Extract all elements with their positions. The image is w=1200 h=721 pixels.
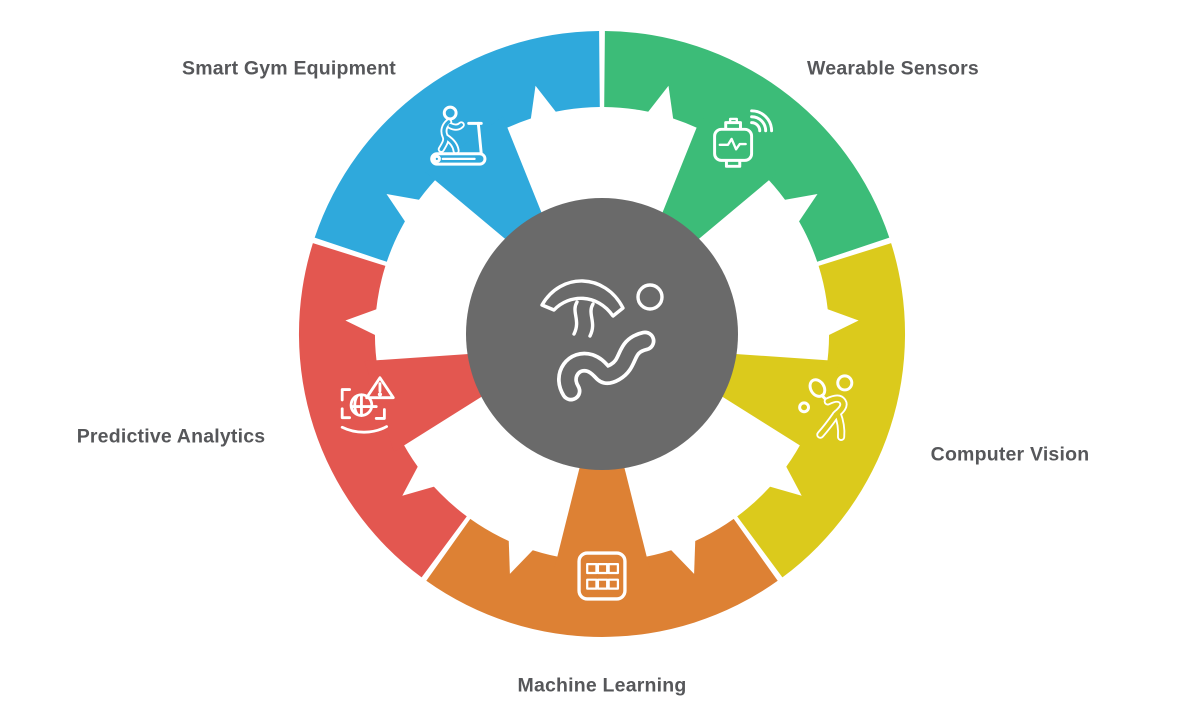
segment-notch	[645, 504, 697, 574]
segment-notch	[345, 296, 411, 351]
segment-tab	[425, 116, 547, 248]
segment-tab	[710, 353, 840, 452]
segment-tab	[364, 353, 494, 452]
label-machine-learning: Machine Learning	[517, 674, 687, 697]
segment-notch	[735, 434, 802, 496]
segment-notch	[402, 434, 469, 496]
label-wearable-sensors: Wearable Sensors	[807, 57, 979, 80]
segment-wearable-sensors	[604, 31, 890, 262]
segment-computer-vision	[710, 243, 906, 578]
hub-circle	[466, 198, 738, 470]
label-predictive-analytics: Predictive Analytics	[76, 425, 266, 448]
segment-notch	[507, 504, 559, 574]
segment-notch	[625, 85, 679, 155]
segment-predictive-analytics	[298, 243, 494, 578]
segment-notch	[793, 296, 859, 351]
segment-notch	[749, 194, 818, 252]
segment-notch	[525, 85, 579, 155]
segment-notch	[386, 194, 455, 252]
label-smart-gym-equipment: Smart Gym Equipment	[181, 57, 397, 80]
segment-tab	[657, 116, 779, 248]
segment-tab	[554, 454, 650, 569]
segment-machine-learning	[426, 454, 778, 637]
label-computer-vision: Computer Vision	[930, 443, 1090, 466]
segment-arc	[604, 31, 890, 262]
